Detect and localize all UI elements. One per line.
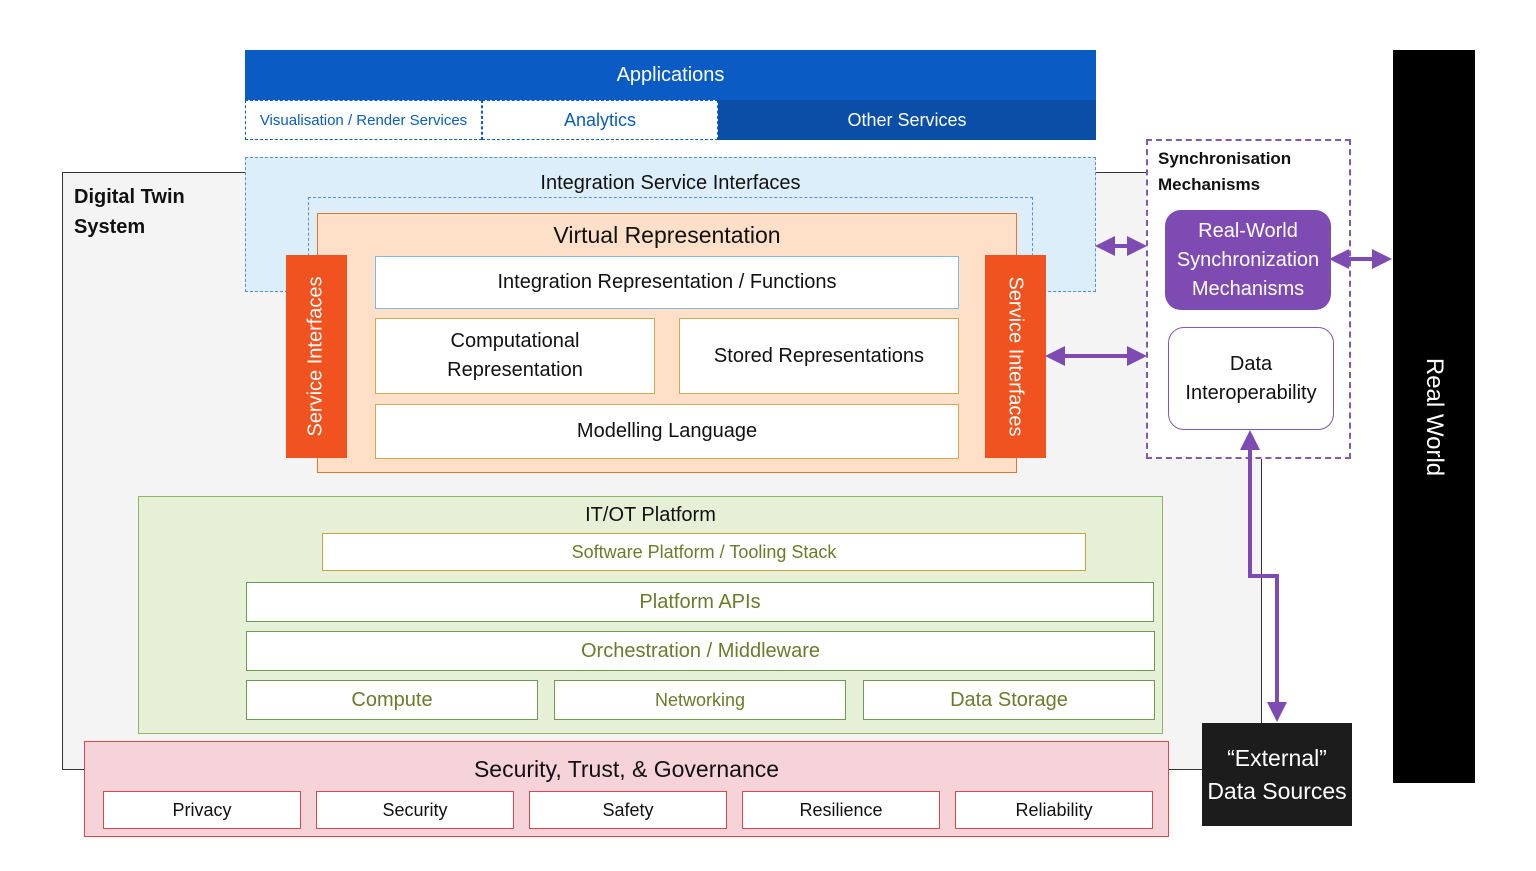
- synchronisation-mechanisms-label: Synchronisation Mechanisms: [1158, 149, 1292, 194]
- integration-representation-box: Integration Representation / Functions: [375, 256, 959, 309]
- reliability-box: Reliability: [955, 791, 1153, 829]
- software-platform-box: Software Platform / Tooling Stack: [322, 533, 1086, 571]
- applications-bar: Applications: [245, 50, 1096, 100]
- analytics-box: Analytics: [482, 100, 718, 140]
- modelling-language-box: Modelling Language: [375, 404, 959, 459]
- security-box: Security: [316, 791, 514, 829]
- arrow-interop-external: [1240, 430, 1287, 722]
- safety-box: Safety: [529, 791, 727, 829]
- platform-apis-box: Platform APIs: [246, 582, 1154, 622]
- real-world-synchronization-box: Real-World Synchronization Mechanisms: [1165, 210, 1331, 310]
- visualisation-services-box: Visualisation / Render Services: [245, 100, 482, 140]
- integration-service-interfaces-label: Integration Service Interfaces: [540, 172, 801, 194]
- digital-twin-system-label: Digital Twin System: [74, 186, 185, 238]
- computational-representation-box: Computational Representation: [375, 318, 655, 394]
- real-world-bar: Real World: [1393, 50, 1475, 783]
- service-interfaces-right: Service Interfaces: [985, 255, 1046, 458]
- virtual-representation-title: Virtual Representation: [553, 222, 781, 248]
- service-interfaces-left: Service Interfaces: [286, 255, 347, 458]
- itot-platform-title: IT/OT Platform: [585, 504, 716, 526]
- governance-title: Security, Trust, & Governance: [473, 756, 780, 782]
- networking-box: Networking: [554, 680, 846, 720]
- data-storage-box: Data Storage: [863, 680, 1155, 720]
- resilience-box: Resilience: [742, 791, 940, 829]
- privacy-box: Privacy: [103, 791, 301, 829]
- stored-representations-box: Stored Representations: [679, 318, 959, 394]
- other-services-box: Other Services: [718, 100, 1096, 140]
- compute-box: Compute: [246, 680, 538, 720]
- data-interoperability-box: Data Interoperability: [1168, 327, 1334, 430]
- orchestration-middleware-box: Orchestration / Middleware: [246, 631, 1155, 671]
- external-data-sources-box: “External” Data Sources: [1202, 723, 1352, 826]
